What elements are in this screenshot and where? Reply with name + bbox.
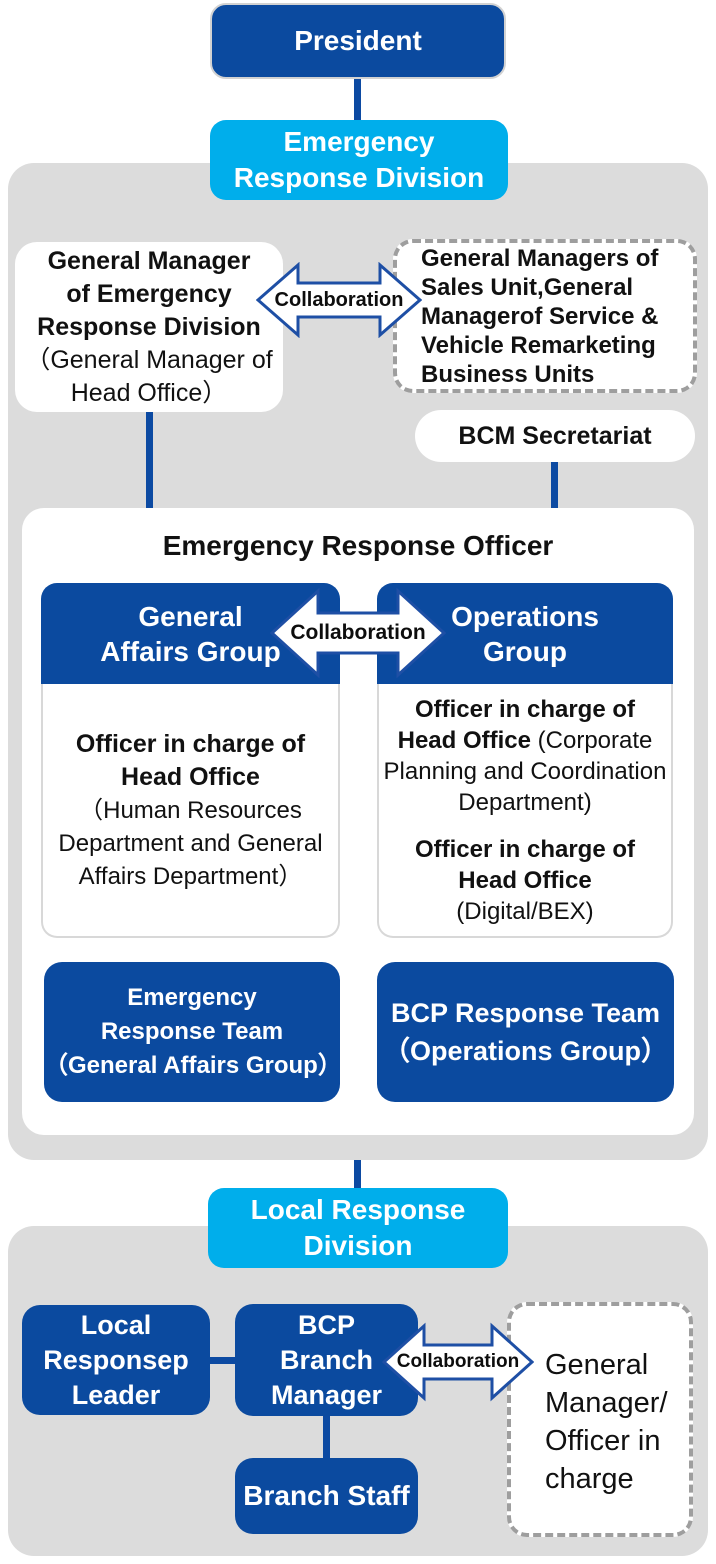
double-arrow-icon xyxy=(270,587,446,679)
general-manager-box: General Manager of Emergency Response Di… xyxy=(15,242,283,412)
collaboration-label-middle: Collaboration xyxy=(290,621,426,644)
connector-bcm-to-panel xyxy=(551,462,558,509)
general-affairs-body: Officer in charge of Head Office （Human … xyxy=(41,684,340,938)
bcm-secretariat-label: BCM Secretariat xyxy=(458,421,652,450)
connector-branch-manager-to-staff xyxy=(323,1414,330,1460)
emergency-response-team-label: Emergency Response Team （General Affairs… xyxy=(44,984,342,1079)
operations-officer-2-detail: (Digital/BEX) xyxy=(456,897,594,925)
double-arrow-icon xyxy=(382,1322,534,1402)
emergency-response-division-label: Emergency Response Division xyxy=(233,126,485,193)
sales-gm-dashed-box: General Managers of Sales Unit,General M… xyxy=(393,239,697,393)
bcm-secretariat-box: BCM Secretariat xyxy=(415,410,695,462)
operations-body: Officer in charge of Head Office (Corpor… xyxy=(377,684,673,938)
gm-officer-label: General Manager/ Officer in charge xyxy=(545,1349,668,1495)
bcp-response-team-label: BCP Response Team （Operations Group） xyxy=(382,998,669,1066)
emergency-response-division-box: Emergency Response Division xyxy=(210,120,508,200)
double-arrow-icon xyxy=(256,262,422,338)
collaboration-arrow-top: Collaboration xyxy=(256,262,422,338)
local-response-division-label: Local Response Division xyxy=(250,1194,466,1261)
connector-gm-to-panel xyxy=(146,412,153,509)
general-affairs-officer-detail: （Human Resources Department and General … xyxy=(58,796,323,890)
bcp-branch-manager-label: BCP Branch Manager xyxy=(270,1309,383,1410)
general-manager-subtitle: （General Manager of Head Office） xyxy=(25,345,273,407)
gm-officer-dashed-box: General Manager/ Officer in charge xyxy=(507,1302,693,1537)
local-response-leader-label: Local Responsep Leader xyxy=(43,1309,189,1410)
connector-leader-to-branch-manager xyxy=(208,1357,237,1364)
general-manager-title: General Manager of Emergency Response Di… xyxy=(37,246,261,341)
sales-gm-label: General Managers of Sales Unit,General M… xyxy=(421,244,659,388)
local-response-division-box: Local Response Division xyxy=(208,1188,508,1268)
collaboration-arrow-middle: Collaboration xyxy=(270,587,446,679)
operations-officer-1-line1: Officer in charge of xyxy=(414,695,636,723)
collaboration-label-bottom: Collaboration xyxy=(396,1351,520,1372)
president-box: President xyxy=(210,3,506,79)
general-affairs-header-label: General Affairs Group xyxy=(100,600,281,667)
branch-staff-label: Branch Staff xyxy=(243,1480,410,1511)
connector-panel-to-local-division xyxy=(354,1160,361,1189)
general-affairs-officer: Officer in charge of Head Office xyxy=(75,729,306,791)
operations-officer-2-title: Officer in charge of Head Office xyxy=(414,835,636,894)
collaboration-label-top: Collaboration xyxy=(274,288,404,311)
operations-officer-2: Officer in charge of Head Office (Digita… xyxy=(384,834,667,927)
connector-president-to-division xyxy=(354,79,361,122)
local-response-leader-box: Local Responsep Leader xyxy=(22,1305,210,1415)
president-label: President xyxy=(294,25,422,56)
operations-officer-1-line2: Head Office (Corporate xyxy=(397,726,653,754)
operations-header-label: Operations Group xyxy=(451,600,599,667)
operations-officer-1-detail: Planning and Coordination Department) xyxy=(383,757,667,816)
operations-officer-1: Officer in charge of Head Office (Corpor… xyxy=(384,694,667,818)
emergency-response-team-box: Emergency Response Team （General Affairs… xyxy=(44,962,342,1102)
bcp-response-team-box: BCP Response Team （Operations Group） xyxy=(377,962,674,1102)
collaboration-arrow-bottom: Collaboration xyxy=(382,1322,534,1402)
branch-staff-box: Branch Staff xyxy=(235,1458,418,1534)
panel-title: Emergency Response Officer xyxy=(162,530,554,561)
